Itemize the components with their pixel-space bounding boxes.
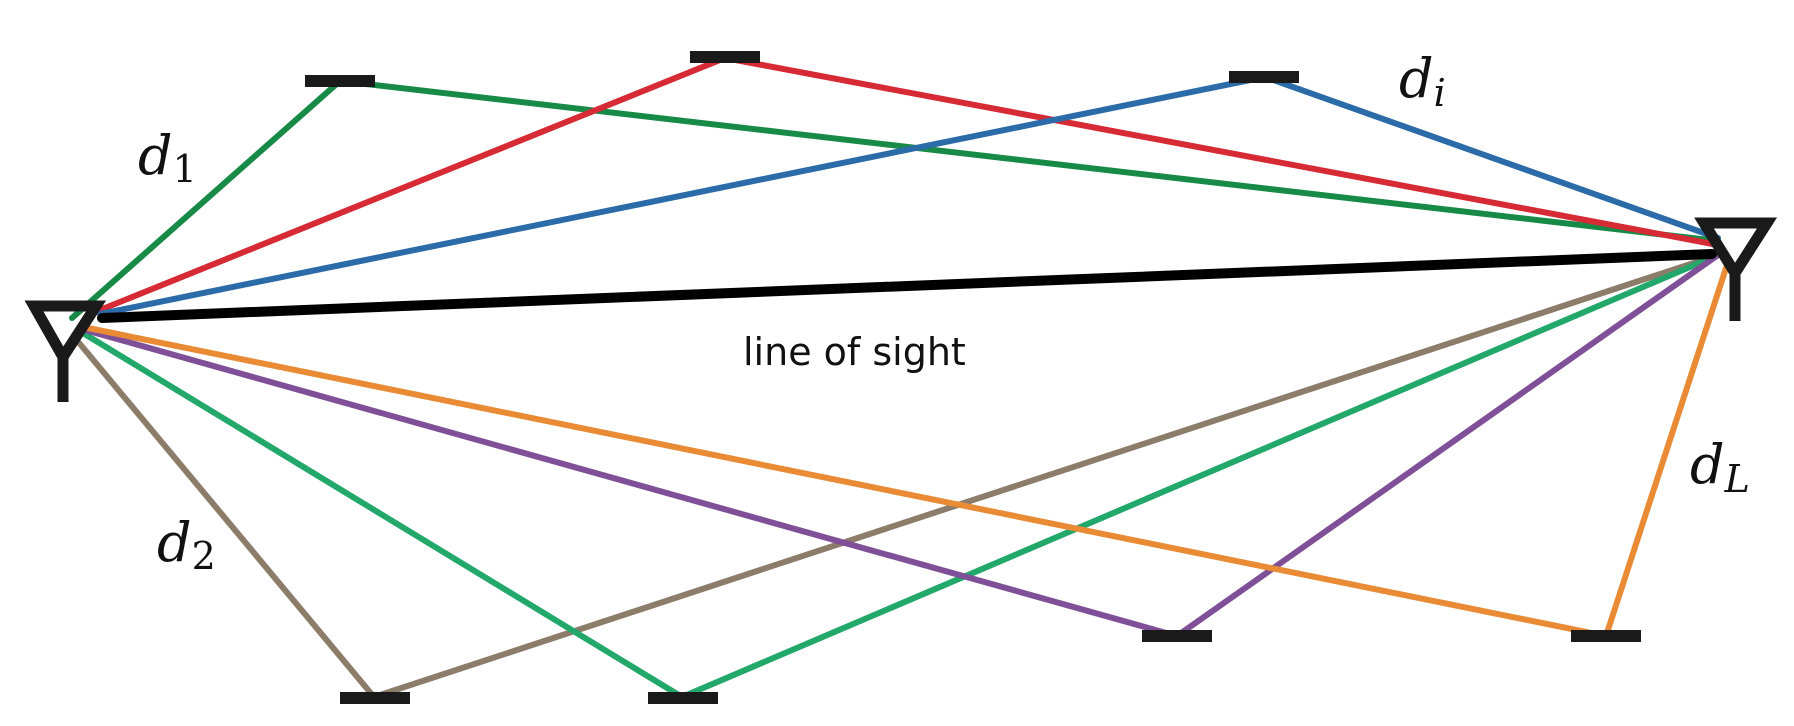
reflector-1 [305, 75, 375, 87]
path-dL-orange [85, 259, 1731, 640]
label-di: di [1399, 47, 1446, 115]
path-teal [75, 252, 1721, 701]
label-d2: d2 [157, 511, 216, 578]
reflector-7 [1571, 630, 1641, 642]
line-of-sight [97, 249, 1717, 323]
receiver-antenna-icon [1694, 217, 1778, 321]
path-di-blue [97, 73, 1721, 317]
reflector-3 [1229, 71, 1299, 83]
label-dL: dL [1690, 433, 1750, 501]
reflectors [305, 51, 1641, 704]
reflector-2 [690, 51, 760, 63]
label-d1: d1 [138, 124, 197, 191]
reflector-6 [1142, 630, 1212, 642]
line-of-sight-label: line of sight [743, 330, 966, 374]
transmitter-antenna-icon [24, 300, 107, 402]
path-red [87, 54, 1721, 317]
multipath-rays [69, 54, 1731, 701]
reflector-5 [648, 692, 718, 704]
reflector-4 [340, 692, 410, 704]
